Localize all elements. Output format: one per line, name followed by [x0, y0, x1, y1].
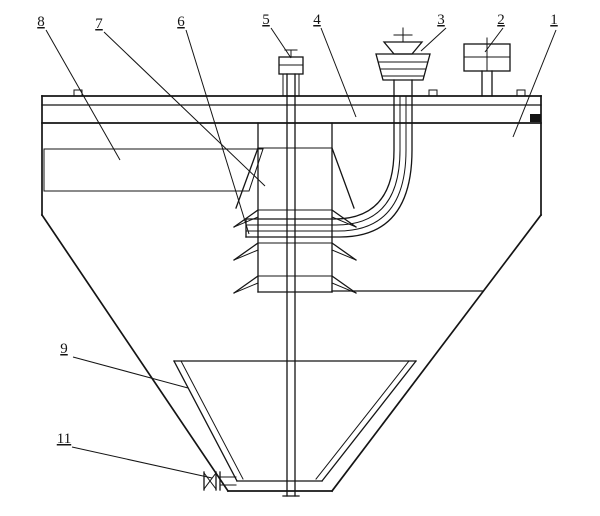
- baffle-plate: [233, 242, 259, 261]
- flare-right: [331, 147, 355, 209]
- leader-line-5: [270, 27, 292, 59]
- baffle-plate: [331, 275, 357, 294]
- deck-bolt-mark: [516, 89, 526, 97]
- motor-body: [375, 53, 431, 81]
- leader-line-8: [45, 29, 121, 161]
- callout-7: 7: [95, 16, 103, 32]
- callout-6: 6: [177, 14, 185, 30]
- callout-3: 3: [437, 12, 445, 28]
- top-deck: [41, 89, 542, 124]
- leader-line-2: [484, 27, 504, 53]
- motor-assembly: [375, 27, 431, 97]
- leader-line-7: [103, 31, 266, 187]
- motor-cap: [382, 41, 424, 55]
- baffle-plate: [233, 275, 259, 294]
- hatched-media-layer: [43, 148, 264, 192]
- callout-9: 9: [60, 341, 68, 357]
- callout-4: 4: [313, 12, 321, 28]
- deck-bolt-mark: [428, 89, 438, 97]
- callout-11: 11: [57, 431, 71, 447]
- leader-line-4: [320, 27, 357, 118]
- callout-1: 1: [550, 12, 558, 28]
- feed-pipe: [245, 95, 413, 238]
- discharge-valve: [203, 471, 237, 491]
- callout-2: 2: [497, 12, 505, 28]
- leader-line-3: [420, 27, 447, 52]
- callout-8: 8: [37, 14, 45, 30]
- flare-left: [235, 147, 259, 209]
- baffle-plate: [331, 242, 357, 261]
- central-shaft: [278, 49, 304, 497]
- leader-line-6: [185, 29, 250, 235]
- side-nozzle-mark: [530, 114, 541, 122]
- tank-outline: [40, 95, 543, 493]
- leader-line-9: [72, 356, 189, 389]
- hatch-fill: [43, 148, 264, 192]
- feed-box: [463, 37, 511, 97]
- leader-line-11: [71, 446, 213, 479]
- inner-cone: [173, 360, 417, 482]
- callout-5: 5: [262, 12, 270, 28]
- leader-line-1: [512, 29, 557, 138]
- callouts: 8 7 6 5 4 3 2 1 9 11: [37, 12, 558, 479]
